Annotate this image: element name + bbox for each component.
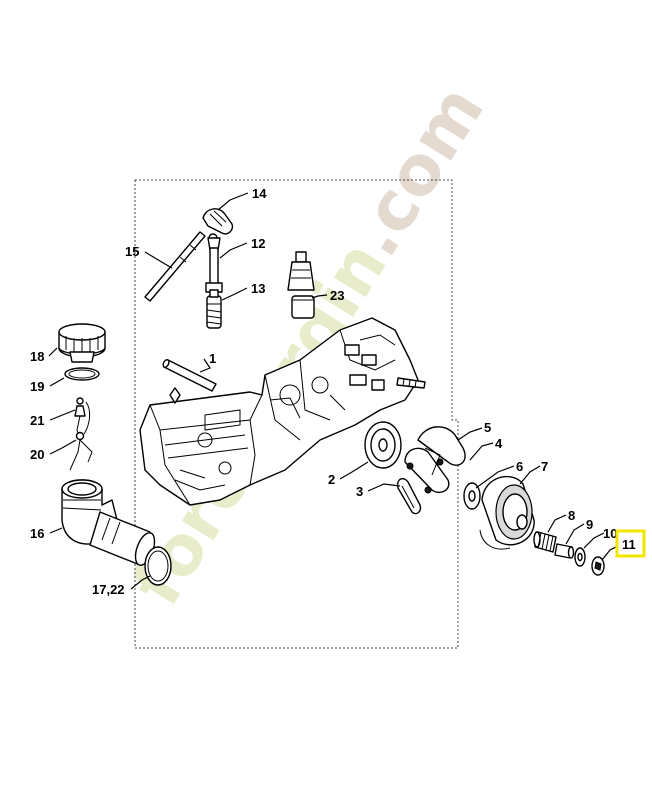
leader-lines: [48, 192, 621, 590]
callout-11[interactable]: 11: [622, 537, 636, 552]
part-17-22-ring[interactable]: [144, 546, 172, 586]
callout-2[interactable]: 2: [328, 472, 335, 487]
crankcase[interactable]: [139, 317, 426, 506]
callout-12[interactable]: 12: [251, 236, 265, 251]
part-3-shoe[interactable]: [396, 477, 422, 515]
callout-21[interactable]: 21: [30, 413, 44, 428]
callout-10[interactable]: 10: [603, 526, 617, 541]
callout-11-highlight: [615, 529, 646, 558]
callout-23[interactable]: 23: [330, 288, 344, 303]
part-8-bearing[interactable]: [533, 531, 557, 553]
watermark-text: foretjardin.com: [117, 72, 499, 619]
part-1-pin[interactable]: [162, 359, 217, 392]
part-13-filter[interactable]: [206, 289, 222, 329]
part-15-rod[interactable]: [144, 231, 206, 302]
part-5-clutch[interactable]: [404, 426, 466, 494]
callout-14[interactable]: 14: [252, 186, 267, 201]
part-2-seal[interactable]: [364, 421, 402, 469]
part-16-elbow[interactable]: [61, 479, 158, 568]
assembly-frame: [134, 179, 459, 649]
part-11-clip[interactable]: [591, 556, 605, 576]
watermark: foretjardin.com: [117, 72, 499, 619]
callout-19[interactable]: 19: [30, 379, 44, 394]
part-6-washer[interactable]: [463, 482, 481, 510]
part-7-drum[interactable]: [479, 475, 535, 550]
part-19-oring[interactable]: [64, 367, 100, 381]
callout-17-22[interactable]: 17,22: [92, 582, 125, 597]
part-10-washer[interactable]: [574, 547, 586, 567]
callout-5[interactable]: 5: [484, 420, 491, 435]
callout-4[interactable]: 4: [495, 436, 503, 451]
callout-15[interactable]: 15: [125, 244, 139, 259]
callout-13[interactable]: 13: [251, 281, 265, 296]
part-20-strap[interactable]: [69, 401, 93, 471]
callout-20[interactable]: 20: [30, 447, 44, 462]
callout-3[interactable]: 3: [356, 484, 363, 499]
callout-8[interactable]: 8: [568, 508, 575, 523]
part-18-cap[interactable]: [58, 323, 106, 363]
part-21-retainer[interactable]: [74, 397, 86, 417]
part-9-spacer[interactable]: [554, 543, 575, 559]
part-23-pickup[interactable]: [287, 251, 315, 319]
callout-6[interactable]: 6: [516, 459, 523, 474]
callout-16[interactable]: 16: [30, 526, 44, 541]
callout-1[interactable]: 1: [209, 351, 216, 366]
callout-9[interactable]: 9: [586, 517, 593, 532]
part-14-fitting[interactable]: [202, 208, 234, 251]
callout-labels: 14 12 13 15 23 1 18 19 21 20 16 17,22 2 …: [30, 186, 646, 597]
part-12-hose[interactable]: [205, 247, 223, 293]
callout-7[interactable]: 7: [541, 459, 548, 474]
callout-18[interactable]: 18: [30, 349, 44, 364]
